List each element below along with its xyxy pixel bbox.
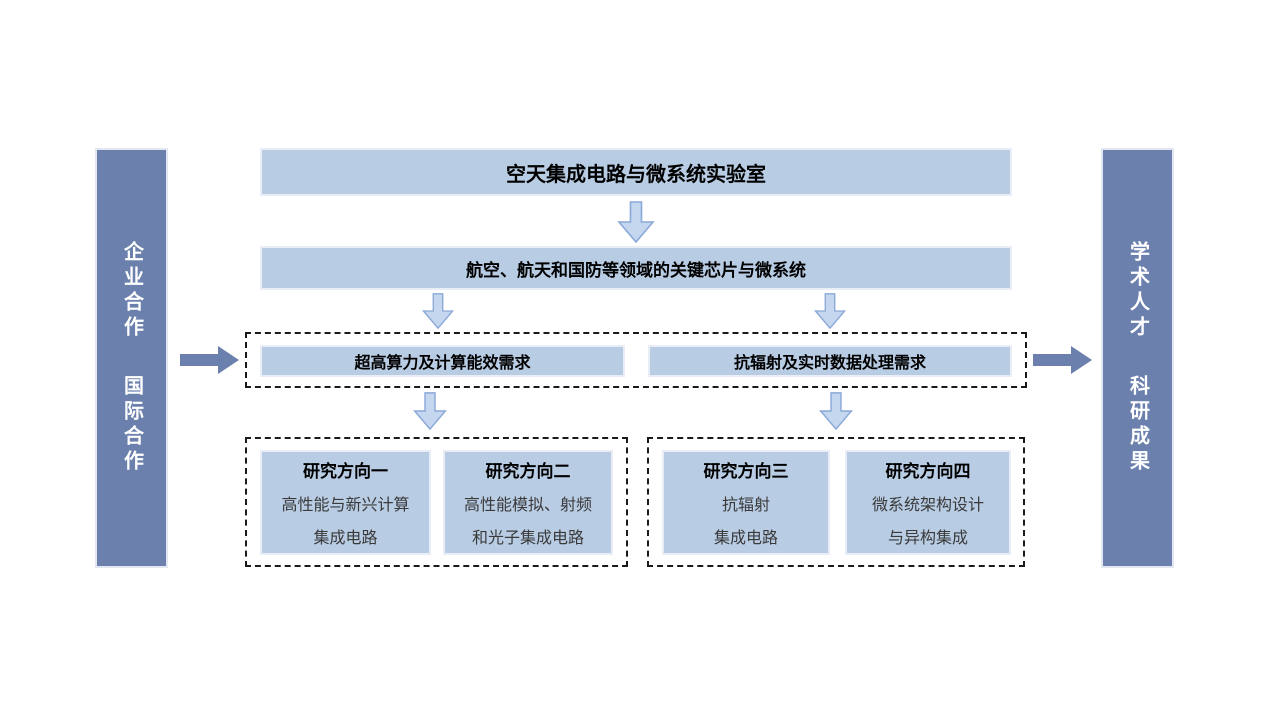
down-arrow-icon xyxy=(617,201,655,243)
lab-title-box: 空天集成电路与微系统实验室 xyxy=(260,148,1012,196)
right-arrow-icon xyxy=(180,346,239,374)
research-3-title: 研究方向三 xyxy=(703,462,789,481)
research-box-1: 研究方向一 高性能与新兴计算 集成电路 xyxy=(260,450,431,555)
research-1-line2: 集成电路 xyxy=(313,530,378,547)
right-outcomes-bar: 学术人才 科研成果 xyxy=(1101,148,1174,568)
research-3-line2: 集成电路 xyxy=(713,530,778,547)
research-4-line2: 与异构集成 xyxy=(887,530,968,547)
down-arrow-icon xyxy=(819,392,853,430)
research-2-title: 研究方向二 xyxy=(485,462,571,481)
need-compute-label: 超高算力及计算能效需求 xyxy=(354,355,531,372)
right-bar-bottom-label: 科研成果 xyxy=(1126,375,1149,475)
research-group-frame-right xyxy=(647,437,1025,567)
research-1-title: 研究方向一 xyxy=(303,462,388,481)
lab-title-label: 空天集成电路与微系统实验室 xyxy=(506,163,766,186)
research-2-line1: 高性能模拟、射频 xyxy=(463,497,592,514)
research-2-line2: 和光子集成电路 xyxy=(471,530,584,547)
research-group-frame-left xyxy=(245,437,628,567)
research-1-line1: 高性能与新兴计算 xyxy=(281,497,410,514)
left-bar-bottom-label: 国际合作 xyxy=(120,375,143,475)
right-arrow-icon xyxy=(1033,346,1092,374)
research-box-2: 研究方向二 高性能模拟、射频 和光子集成电路 xyxy=(443,450,613,555)
needs-group-frame xyxy=(245,332,1027,388)
research-4-title: 研究方向四 xyxy=(885,462,971,481)
need-box-radiation: 抗辐射及实时数据处理需求 xyxy=(648,345,1012,377)
left-bar-top-label: 企业合作 xyxy=(120,241,143,341)
right-bar-top-label: 学术人才 xyxy=(1126,241,1149,341)
research-4-line1: 微系统架构设计 xyxy=(871,497,984,514)
research-box-3: 研究方向三 抗辐射 集成电路 xyxy=(662,450,830,555)
down-arrow-icon xyxy=(813,293,847,329)
domain-box: 航空、航天和国防等领域的关键芯片与微系统 xyxy=(260,246,1012,290)
left-cooperation-bar: 企业合作 国际合作 xyxy=(95,148,168,568)
research-box-4: 研究方向四 微系统架构设计 与异构集成 xyxy=(845,450,1011,555)
domain-box-label: 航空、航天和国防等领域的关键芯片与微系统 xyxy=(466,260,806,280)
research-3-line1: 抗辐射 xyxy=(721,497,770,514)
down-arrow-icon xyxy=(413,392,447,430)
need-radiation-label: 抗辐射及实时数据处理需求 xyxy=(733,355,926,372)
need-box-compute: 超高算力及计算能效需求 xyxy=(260,345,625,377)
down-arrow-icon xyxy=(421,293,455,329)
